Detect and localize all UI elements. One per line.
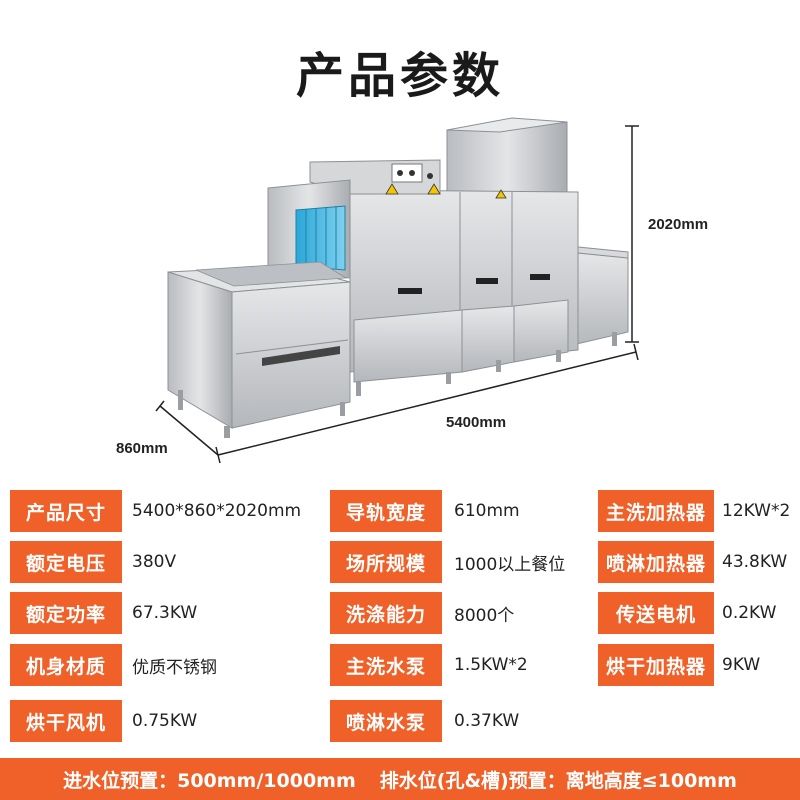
spec-value: 优质不锈钢 [132,657,217,678]
spec-value: 0.37KW [454,711,520,731]
spec-label: 喷淋加热器 [598,541,714,583]
spec-label: 额定功率 [10,592,122,634]
page-title: 产品参数 [295,48,504,104]
spec-label: 导轨宽度 [330,490,442,532]
spec-label: 传送电机 [598,592,714,634]
spec-label: 产品尺寸 [10,490,122,532]
spec-label: 主洗水泵 [330,644,442,686]
spec-label: 主洗加热器 [598,490,714,532]
spec-label: 烘干加热器 [598,644,714,686]
height-dimension-label: 2020mm [648,216,709,233]
spec-value: 5400*860*2020mm [132,501,302,521]
spec-label: 洗涤能力 [330,592,442,634]
spec-row: 额定电压 380V 场所规模 1000以上餐位 喷淋加热器 43.8KW [0,541,800,583]
spec-value: 43.8KW [722,552,788,572]
spec-value: 380V [132,552,177,572]
spec-label: 场所规模 [330,541,442,583]
spec-value: 1000以上餐位 [454,554,566,575]
spec-label: 额定电压 [10,541,122,583]
spec-row: 额定功率 67.3KW 洗涤能力 8000个 传送电机 0.2KW [0,592,800,634]
spec-row: 烘干风机 0.75KW 喷淋水泵 0.37KW [0,700,800,742]
water-preset-banner: 进水位预置：500mm/1000mm 排水位(孔&槽)预置：离地高度≤100mm [0,758,800,800]
spec-label: 烘干风机 [10,700,122,742]
spec-row: 产品尺寸 5400*860*2020mm 导轨宽度 610mm 主洗加热器 12… [0,490,800,532]
spec-value: 12KW*2 [722,501,791,521]
spec-value: 0.2KW [722,603,777,623]
spec-row: 机身材质 优质不锈钢 主洗水泵 1.5KW*2 烘干加热器 9KW [0,644,800,686]
spec-value: 9KW [722,655,761,675]
spec-label: 机身材质 [10,644,122,686]
drain-preset: 排水位(孔&槽)预置：离地高度≤100mm [379,769,737,792]
depth-dimension-label: 860mm [116,440,168,457]
spec-value: 1.5KW*2 [454,655,528,675]
spec-label: 喷淋水泵 [330,700,442,742]
dishwasher-illustration [155,117,639,464]
spec-value: 8000个 [454,605,515,626]
spec-value: 0.75KW [132,711,198,731]
water-inlet-preset: 进水位预置：500mm/1000mm [63,769,356,792]
length-dimension-label: 5400mm [446,414,507,431]
spec-value: 610mm [454,501,520,521]
spec-value: 67.3KW [132,603,198,623]
